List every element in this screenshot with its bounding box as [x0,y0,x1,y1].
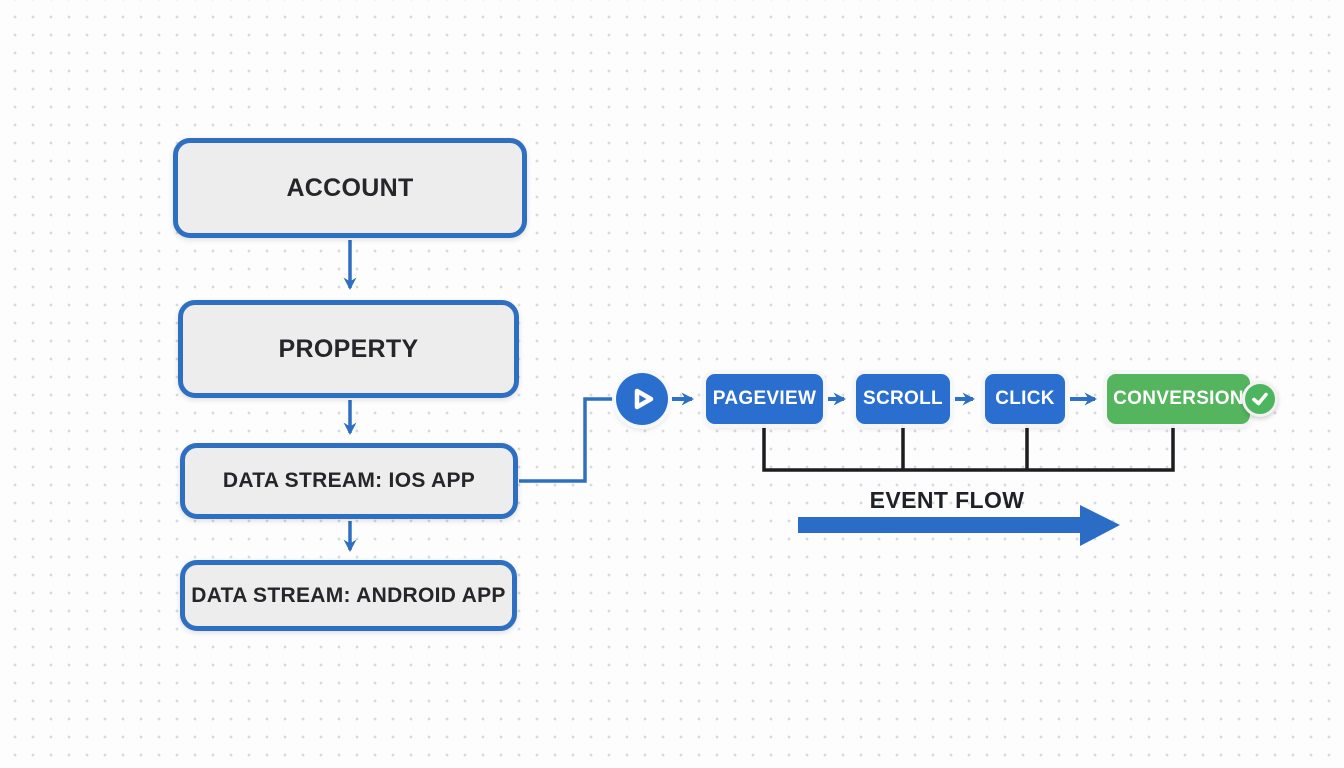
play-icon [634,388,654,410]
hierarchy-box-account: ACCOUNT [173,138,527,238]
hierarchy-box-ios-label: DATA STREAM: IOS APP [222,469,476,492]
event-step-conversion: CONVERSION [1107,374,1250,424]
check-icon [1252,392,1268,406]
hierarchy-box-property: PROPERTY [178,300,519,398]
event-step-pageview-label: PAGEVIEW [712,388,817,409]
connector-ios-to-play [519,397,614,483]
event-step-click: CLICK [985,374,1065,424]
event-step-pageview: PAGEVIEW [706,374,823,424]
event-step-scroll: SCROLL [856,374,950,424]
hierarchy-box-property-label: PROPERTY [278,334,419,363]
event-bracket [762,425,1175,472]
event-step-scroll-label: SCROLL [863,388,943,409]
event-step-click-label: CLICK [995,388,1055,409]
hierarchy-box-android-label: DATA STREAM: ANDROID APP [191,583,506,607]
hierarchy-box-data-stream-ios: DATA STREAM: IOS APP [180,443,518,519]
hierarchy-box-account-label: ACCOUNT [286,173,414,202]
event-step-conversion-label: CONVERSION [1113,388,1244,409]
play-button [616,373,668,425]
event-flow-arrow [798,505,1120,546]
event-flow-caption: EVENT FLOW [869,487,1025,513]
conversion-check-badge [1242,381,1278,417]
hierarchy-box-data-stream-android: DATA STREAM: ANDROID APP [180,560,517,631]
